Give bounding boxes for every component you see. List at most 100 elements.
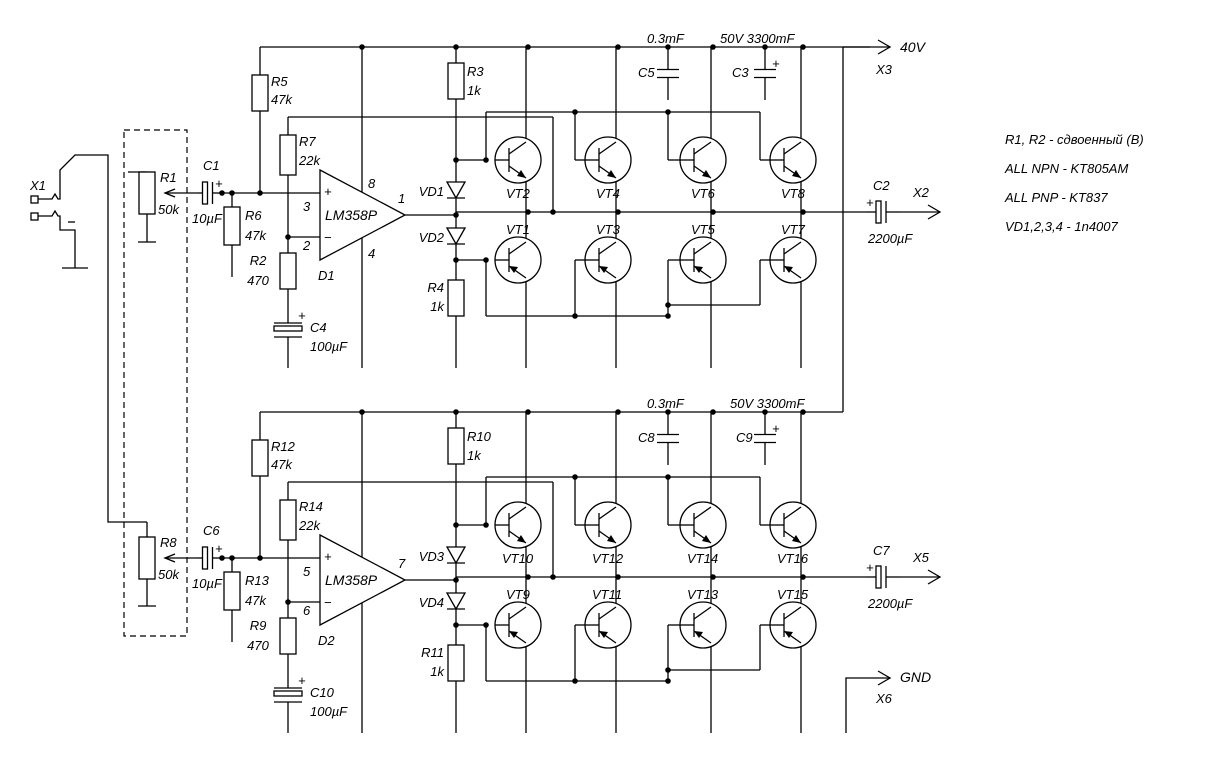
- junction-dot: [525, 574, 531, 580]
- r1v-label: 50k: [158, 202, 180, 217]
- c4-label: C4: [310, 320, 327, 335]
- r13-label: R13: [245, 573, 270, 588]
- junction-dot: [800, 574, 806, 580]
- vt1-label: VT1: [506, 222, 530, 237]
- vt13-upper: [693, 606, 712, 620]
- vt15-upper: [783, 606, 802, 620]
- d2-type-label: LM358P: [325, 572, 378, 588]
- note-line: R1, R2 - сдвоенный (B): [1005, 132, 1144, 147]
- junction-dot: [800, 44, 806, 50]
- r10-label: R10: [467, 429, 492, 444]
- junction-dot: [665, 313, 671, 319]
- junction-dot: [285, 234, 291, 240]
- vt3-label: VT3: [596, 222, 621, 237]
- wire: [38, 154, 130, 523]
- junction-dot: [550, 209, 556, 215]
- plus-label: +: [298, 308, 306, 323]
- c9: [754, 412, 776, 465]
- vt7: [769, 236, 817, 284]
- vt7-label: VT7: [781, 222, 806, 237]
- plus-label: +: [298, 673, 306, 688]
- junction-dot: [800, 209, 806, 215]
- c3-rating-label: 50V 3300mF: [720, 31, 795, 46]
- r14: [279, 499, 297, 541]
- vd4: [445, 592, 467, 611]
- r8-label: R8: [160, 535, 177, 550]
- vt9-upper: [508, 606, 527, 620]
- vt11: [584, 601, 632, 649]
- plus-label: +: [324, 184, 332, 199]
- plus-label: +: [866, 195, 874, 210]
- r12-label: R12: [271, 439, 296, 454]
- junction-dot: [710, 44, 716, 50]
- c5: [657, 47, 679, 100]
- junction-dot: [615, 44, 621, 50]
- vd1-label: VD1: [419, 184, 444, 199]
- r9: [279, 617, 297, 655]
- r14-label: R14: [299, 499, 323, 514]
- plus-label: +: [772, 421, 780, 436]
- junction-dot: [483, 622, 489, 628]
- r1-wiper: [163, 188, 176, 198]
- c9-rating-label: 50V 3300mF: [730, 396, 805, 411]
- junction-dot: [710, 409, 716, 415]
- vt10-upper: [508, 506, 527, 520]
- r4: [447, 279, 465, 317]
- junction-dot: [615, 209, 621, 215]
- junction-dot: [665, 409, 671, 415]
- c10v-label: 100µF: [310, 704, 348, 719]
- wire: [38, 209, 76, 268]
- p7-label: 7: [398, 556, 406, 571]
- r11v-label: 1k: [430, 664, 445, 679]
- c9-label: C9: [736, 430, 753, 445]
- r2-label: R2: [250, 253, 267, 268]
- gnd-label: GND: [900, 669, 931, 685]
- r5-label: R5: [271, 74, 288, 89]
- vt14-label: VT14: [687, 551, 718, 566]
- dual-pot-frame: [123, 129, 188, 637]
- r12: [251, 439, 269, 477]
- vt4-label: VT4: [596, 186, 620, 201]
- r9v-label: 470: [247, 638, 269, 653]
- vt10-label: VT10: [502, 551, 534, 566]
- r9-label: R9: [250, 618, 267, 633]
- r5v-label: 47k: [271, 92, 293, 107]
- junction-dot: [285, 599, 291, 605]
- jack-pin-top: [30, 195, 39, 204]
- d1-label: D1: [318, 268, 335, 283]
- wire: [845, 677, 890, 733]
- p5-label: 5: [303, 564, 311, 579]
- junction-dot: [257, 555, 263, 561]
- vt9-label: VT9: [506, 587, 530, 602]
- r11: [447, 644, 465, 682]
- r3v-label: 1k: [467, 83, 482, 98]
- r8-wiper: [163, 553, 176, 563]
- junction-dot: [229, 190, 235, 196]
- junction-dot: [615, 574, 621, 580]
- vt12-label: VT12: [592, 551, 624, 566]
- x5-arrow: [927, 569, 942, 585]
- c2: [866, 200, 900, 224]
- vt5-upper: [693, 241, 712, 255]
- vt10: [494, 501, 542, 549]
- vd1: [445, 181, 467, 200]
- r5: [251, 74, 269, 112]
- vd3: [445, 546, 467, 565]
- junction-dot: [219, 555, 225, 561]
- junction-dot: [572, 109, 578, 115]
- r7v-label: 22k: [298, 153, 321, 168]
- vt12-upper: [598, 506, 617, 520]
- vd2: [445, 227, 467, 246]
- d1-type-label: LM358P: [325, 207, 378, 223]
- vt11-upper: [598, 606, 617, 620]
- c2-label: C2: [873, 178, 890, 193]
- x2-label: X2: [912, 185, 930, 200]
- r3-label: R3: [467, 64, 484, 79]
- c6v-label: 10µF: [192, 576, 223, 591]
- vt16-upper: [783, 506, 802, 520]
- c8-rating-label: 0.3mF: [647, 396, 685, 411]
- junction-dot: [665, 678, 671, 684]
- text-labels: R547kR722kR647kR2470+C4100µFC110µF+R150k…: [29, 31, 1144, 719]
- junction-dot: [665, 302, 671, 308]
